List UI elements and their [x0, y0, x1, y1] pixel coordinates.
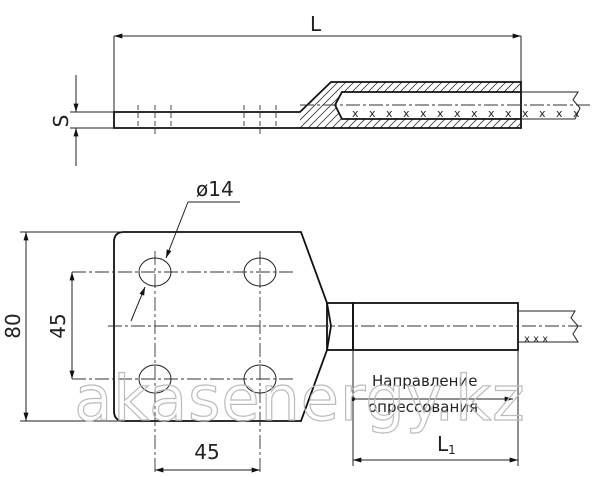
- plan-view: x x x ø14 80 45 45 L1 Направле: [1, 177, 585, 475]
- strand-mark: x: [573, 107, 580, 120]
- lug-plate-outline: [113, 231, 332, 422]
- hole-spacing-horizontal-label: 45: [194, 440, 219, 464]
- strand-mark: x: [386, 107, 393, 120]
- hole-diameter-label: ø14: [196, 177, 234, 201]
- sleeve-length-label: L1: [437, 432, 456, 457]
- strand-mark: x: [403, 107, 410, 120]
- strand-mark: x: [437, 107, 444, 120]
- hatch-line: [497, 82, 521, 128]
- strand-mark: x: [522, 107, 529, 120]
- bolt-hole: [138, 364, 172, 394]
- strand-mark: x: [369, 107, 376, 120]
- width-label: 80: [1, 313, 25, 338]
- strand-mark: x: [505, 107, 512, 120]
- diameter-leader: [130, 286, 146, 322]
- crimp-sleeve: [352, 302, 519, 351]
- watermark: akasenergy.kz: [74, 362, 525, 435]
- strand-mark: x: [556, 107, 563, 120]
- strand-mark: x: [454, 107, 461, 120]
- strand-mark: x: [420, 107, 427, 120]
- diameter-leader: [165, 201, 189, 259]
- thickness-label: S: [49, 115, 73, 128]
- strand-mark: x: [471, 107, 478, 120]
- length-label: L: [310, 12, 322, 36]
- crimp-direction-line1: Направление: [372, 372, 477, 390]
- bolt-hole: [243, 257, 277, 287]
- cable-strand-marks: x x x: [524, 334, 548, 345]
- hole-spacing-vertical-label: 45: [46, 313, 70, 338]
- crimp-direction-line2: опрессования: [368, 398, 478, 416]
- hatch-line: [505, 82, 521, 128]
- strand-mark: x: [352, 107, 359, 120]
- bolt-hole: [138, 257, 172, 287]
- strand-mark: x: [488, 107, 495, 120]
- hatch-line: [300, 82, 341, 128]
- bolt-hole: [243, 364, 277, 394]
- strand-mark: x: [539, 107, 546, 120]
- cable-side: [521, 91, 581, 120]
